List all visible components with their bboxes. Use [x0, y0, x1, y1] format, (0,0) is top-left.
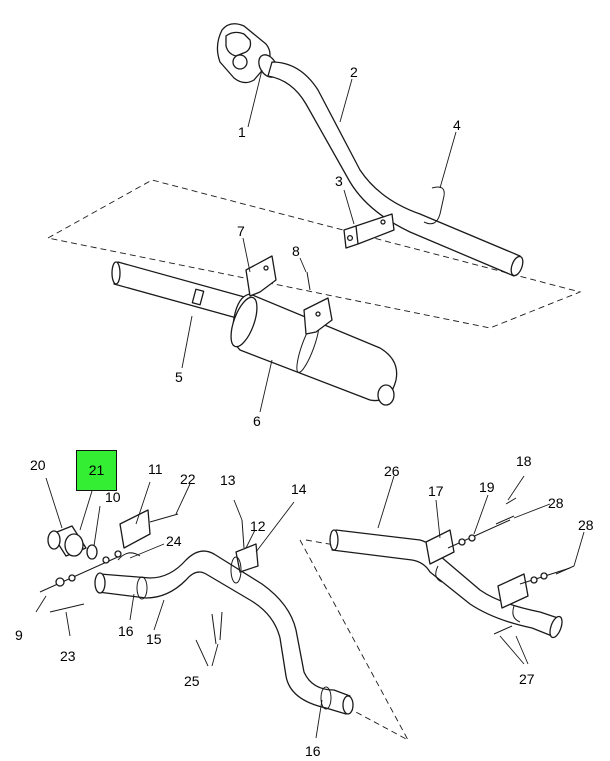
pipe-2: [267, 61, 521, 277]
callout-26: 26: [384, 463, 400, 479]
bracket-11: [119, 509, 151, 549]
phantom-outline-bottom: [299, 539, 410, 742]
callout-8: 8: [292, 243, 300, 259]
bolt-28a: [495, 515, 515, 525]
callout-13: 13: [220, 472, 236, 488]
bolt-22: [149, 513, 179, 523]
bolt-23: [49, 603, 85, 613]
callout-9: 9: [15, 627, 23, 643]
callout-14: 14: [291, 481, 307, 497]
callout-3: 3: [335, 173, 343, 189]
callout-5: 5: [175, 369, 183, 385]
clamp-10: [86, 544, 98, 560]
callout-1: 1: [238, 124, 246, 140]
clamp-27: [435, 565, 521, 623]
callout-12: 12: [250, 518, 266, 534]
bracket-right: [497, 573, 529, 609]
bracket-7: [245, 255, 277, 297]
callout-22: 22: [180, 471, 196, 487]
callout-16b: 16: [305, 743, 321, 759]
highlight-callout-21-label: 21: [88, 462, 105, 478]
callout-25: 25: [184, 673, 200, 689]
highlight-callout-21[interactable]: [76, 450, 117, 491]
callout-10: 10: [105, 489, 121, 505]
bolt-28b: [555, 565, 575, 575]
callout-15: 15: [146, 631, 162, 647]
inlet-pipe-5: [113, 261, 249, 321]
pipe-15: [97, 550, 351, 715]
callout-6: 6: [253, 413, 261, 429]
callout-18: 18: [516, 453, 532, 469]
strap-4: [423, 186, 445, 225]
bracket-3: [343, 213, 395, 249]
muffler-6: [232, 293, 398, 402]
callout-19: 19: [479, 479, 495, 495]
callout-11: 11: [148, 461, 163, 477]
phantom-outline-top: [46, 179, 582, 329]
bracket-17: [425, 529, 455, 565]
callout-17: 17: [428, 483, 444, 499]
callout-7: 7: [237, 223, 245, 239]
bolt-8: [306, 271, 311, 291]
callout-27: 27: [519, 671, 535, 687]
callout-2: 2: [350, 64, 358, 80]
callout-20: 20: [30, 457, 46, 473]
callout-23: 23: [60, 648, 76, 664]
bracket-14: [235, 543, 259, 573]
turbo-outlet: [216, 23, 271, 84]
callout-4: 4: [453, 117, 461, 133]
callout-24: 24: [166, 533, 182, 549]
clamp-25: [211, 611, 223, 645]
callout-28a: 28: [548, 495, 564, 511]
bolt-13: [241, 519, 245, 549]
bolt-18: [505, 497, 517, 505]
callout-16a: 16: [118, 623, 134, 639]
callout-28b: 28: [578, 517, 594, 533]
